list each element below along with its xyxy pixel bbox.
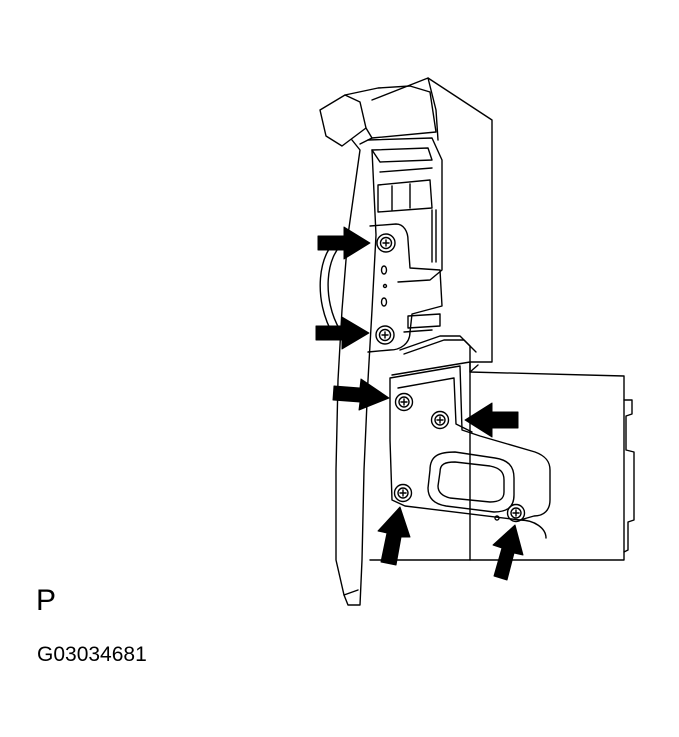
arrow-icon bbox=[492, 524, 524, 581]
housing-inner-edge bbox=[427, 77, 439, 141]
plate-hole bbox=[380, 265, 388, 275]
plate-hole bbox=[380, 297, 388, 307]
actuator-connector bbox=[319, 94, 367, 147]
lock-rod bbox=[335, 139, 377, 606]
upper-mounting-plate bbox=[367, 223, 443, 353]
plate-hole bbox=[494, 515, 500, 521]
screw-icon bbox=[375, 325, 395, 345]
screw-icon bbox=[394, 392, 414, 412]
arrow-icon bbox=[377, 506, 411, 566]
lower-plate-opening bbox=[427, 451, 515, 513]
upper-mechanism-body bbox=[367, 137, 443, 283]
lock-housing-cover bbox=[371, 77, 493, 363]
arrow-icon bbox=[332, 378, 390, 411]
view-label: P bbox=[36, 584, 57, 617]
actuator-neck bbox=[344, 85, 437, 139]
screw-icon bbox=[430, 410, 450, 430]
plate-hole bbox=[382, 283, 388, 289]
screw-icon bbox=[393, 483, 413, 503]
lower-mounting-bracket bbox=[389, 365, 551, 521]
lower-base-plate bbox=[369, 361, 625, 561]
screw-icon bbox=[376, 233, 396, 253]
arrow-icon bbox=[315, 316, 370, 350]
screw-icon bbox=[506, 503, 526, 523]
figure-code: G03034681 bbox=[37, 643, 147, 666]
arrow-icon bbox=[317, 226, 371, 260]
release-cable bbox=[319, 237, 341, 337]
arrow-icon bbox=[464, 402, 519, 438]
